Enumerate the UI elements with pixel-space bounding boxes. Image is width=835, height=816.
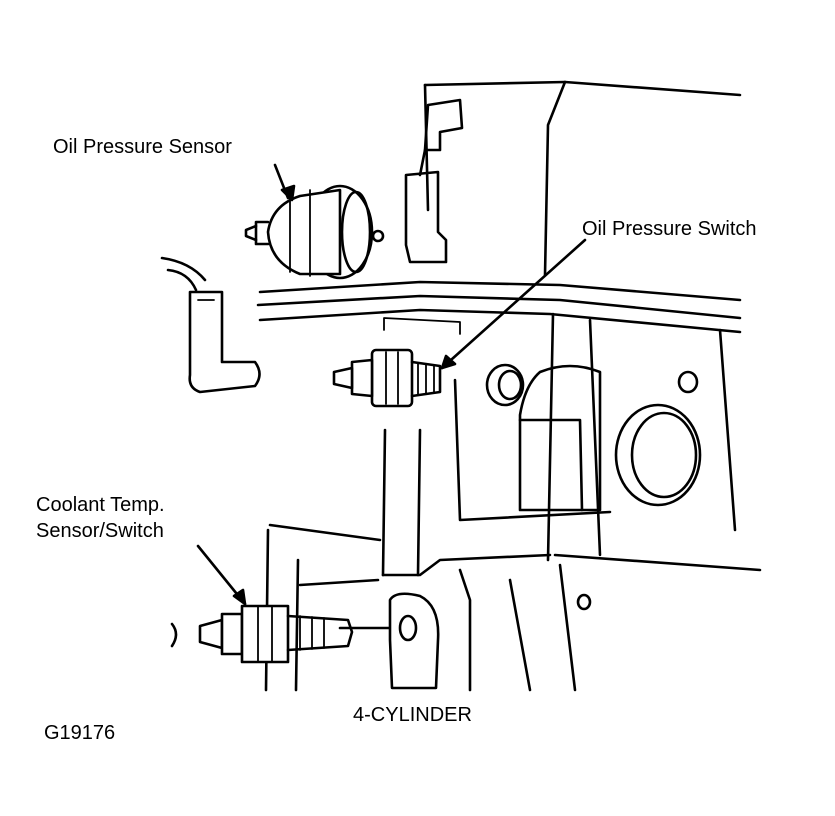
diagram-caption: 4-CYLINDER xyxy=(353,704,472,726)
wire-connector xyxy=(160,256,261,394)
figure-code: G19176 xyxy=(44,722,116,744)
oil-pressure-switch xyxy=(332,317,461,408)
oil-pressure-sensor-label: Oil Pressure Sensor xyxy=(53,136,232,158)
coolant-sensor-label-line2: Sensor/Switch xyxy=(36,520,164,542)
block-boss xyxy=(485,363,702,512)
coolant-sensor-label-line1: Coolant Temp. xyxy=(36,494,165,516)
leader-lines xyxy=(196,163,587,606)
oil-pressure-sensor xyxy=(244,184,385,280)
lower-port-bracket xyxy=(388,563,592,692)
mounting-bracket xyxy=(404,98,464,264)
engine-block xyxy=(256,80,762,692)
oil-pressure-switch-label: Oil Pressure Switch xyxy=(582,218,757,240)
coolant-temp-sensor xyxy=(170,604,392,664)
